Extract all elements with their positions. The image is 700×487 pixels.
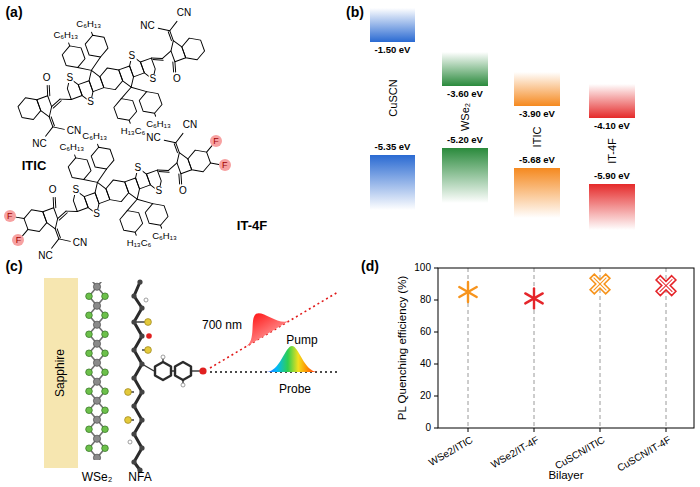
- panel-label: (d): [361, 258, 379, 274]
- atom-label: O: [42, 73, 52, 83]
- schematic-label: WSe₂: [82, 471, 113, 485]
- material-name: WSe₂: [459, 103, 472, 131]
- schematic-label: Pump: [286, 334, 317, 348]
- panel-label: (b): [346, 4, 364, 20]
- atom-label: S: [65, 73, 74, 83]
- bilayer-schematic: [80, 279, 207, 472]
- category-label: CuSCN/IT-4F: [615, 434, 673, 474]
- substituent-label: H₁₃C₆: [121, 126, 146, 137]
- atom-label: S: [134, 163, 143, 173]
- energy-value: -3.90 eV: [519, 109, 555, 120]
- panel-label: (c): [5, 258, 22, 274]
- substituent-label: C₆H₁₃: [152, 231, 177, 242]
- substrate-band: Sapphire: [44, 278, 78, 468]
- atom-label: S: [149, 74, 158, 84]
- atom-label: S: [155, 186, 164, 196]
- energy-value: -5.68 eV: [519, 155, 555, 166]
- energy-value: -3.60 eV: [447, 89, 483, 100]
- category-label: WSe2/IT-4F: [489, 434, 541, 471]
- tick-label: 40: [420, 358, 431, 370]
- substituent-label: C₆H₁₃: [146, 119, 171, 130]
- energy-level-bars: [370, 8, 635, 230]
- category-label: WSe2/ITIC: [427, 434, 475, 468]
- energy-value: -1.50 eV: [375, 45, 411, 56]
- molecule-name: IT-4F: [237, 219, 267, 234]
- molecule-name: ITIC: [22, 159, 47, 174]
- atom-label: NC: [145, 133, 161, 143]
- atom-label: NC: [37, 251, 53, 261]
- atom-label: CN: [72, 238, 88, 248]
- tick-label: 0: [425, 422, 431, 434]
- schematic-label: NFA: [128, 471, 151, 485]
- atom-label: NC: [31, 139, 47, 149]
- atom-label: O: [48, 185, 58, 195]
- energy-value: -5.20 eV: [447, 135, 483, 146]
- axis-title: Bilayer: [548, 469, 583, 482]
- substituent-label: C₆H₁₃: [53, 30, 78, 41]
- tick-label: 80: [420, 294, 431, 306]
- substituent-label: H₁₃C₆: [127, 238, 152, 249]
- fluorine-atom: F: [210, 135, 222, 147]
- atom-label: S: [92, 209, 101, 219]
- axis-title: PL Quenching efficiency (%): [396, 276, 409, 420]
- atom-label: NC: [139, 21, 155, 31]
- fluorine-atom: F: [12, 234, 24, 246]
- material-name: IT-4F: [606, 138, 619, 164]
- atom-label: S: [86, 97, 95, 107]
- energy-value: -5.90 eV: [594, 171, 630, 182]
- schematic-label: 700 nm: [202, 319, 242, 333]
- atom-label: S: [128, 51, 137, 61]
- atom-label: CN: [176, 8, 192, 18]
- material-name: ITIC: [531, 127, 544, 148]
- fluorine-atom: F: [4, 210, 16, 222]
- substituent-label: C₆H₁₃: [59, 142, 84, 153]
- tick-label: 100: [414, 262, 431, 274]
- panel-label: (a): [5, 4, 22, 20]
- category-label: CuSCN/ITIC: [553, 434, 607, 472]
- substituent-label: C₆H₁₃: [82, 131, 107, 142]
- energy-value: -4.10 eV: [594, 121, 630, 132]
- atom-label: O: [178, 186, 188, 196]
- fluorine-atom: F: [219, 159, 231, 171]
- energy-value: -5.35 eV: [375, 142, 411, 153]
- schematic-label: Probe: [279, 383, 311, 397]
- atom-label: CN: [182, 120, 198, 130]
- substituent-label: C₆H₁₃: [76, 19, 101, 30]
- atom-label: CN: [66, 126, 82, 136]
- quenching-chart: [434, 268, 694, 432]
- tick-label: 20: [420, 390, 431, 402]
- band-label: Sapphire: [54, 349, 68, 397]
- atom-label: O: [172, 74, 182, 84]
- material-name: CuSCN: [386, 79, 399, 116]
- it4f-structure: [9, 110, 226, 271]
- atom-label: S: [71, 185, 80, 195]
- tick-label: 60: [420, 326, 431, 338]
- itic-structure: [3, 0, 220, 159]
